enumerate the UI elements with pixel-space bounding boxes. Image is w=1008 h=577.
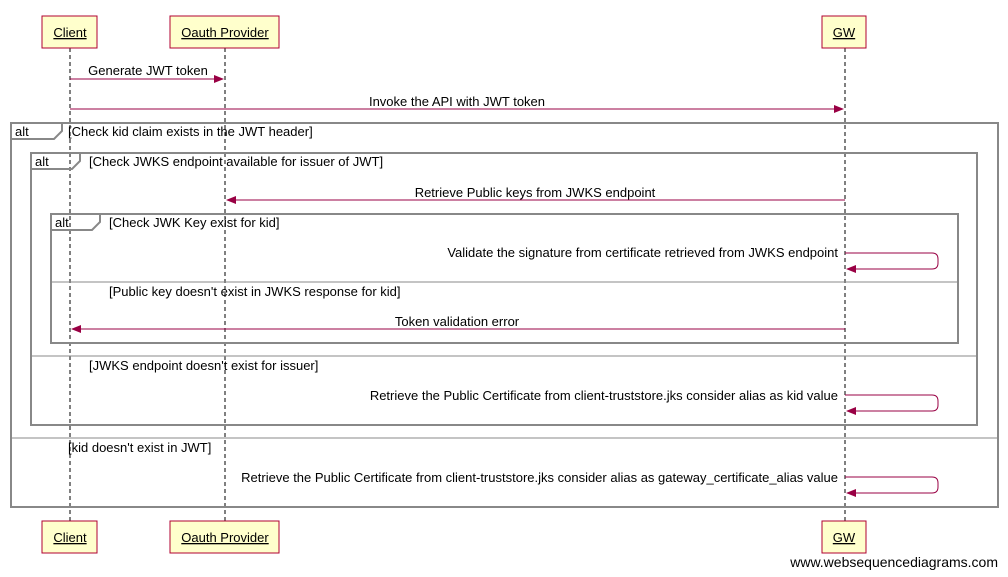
outer-alt-keyword: alt <box>15 124 29 139</box>
mid-alt-keyword: alt <box>35 154 49 169</box>
watermark: www.websequencediagrams.com <box>789 554 998 570</box>
participant-client-bottom: Client <box>41 520 98 554</box>
message-label: Invoke the API with JWT token <box>369 94 545 109</box>
message-invoke-api: Invoke the API with JWT token <box>70 94 844 113</box>
message-label: Retrieve Public keys from JWKS endpoint <box>415 185 656 200</box>
message-retrieve-public-keys: Retrieve Public keys from JWKS endpoint <box>226 185 845 204</box>
fragment-outer <box>10 122 999 508</box>
outer-else-condition: [kid doesn't exist in JWT] <box>68 440 211 455</box>
participant-label: Oauth Provider <box>181 25 269 40</box>
participant-label: Client <box>53 530 87 545</box>
outer-condition: [Check kid claim exists in the JWT heade… <box>68 124 313 139</box>
inner-alt-keyword: alt <box>55 215 69 230</box>
participant-gw-top: GW <box>821 15 867 49</box>
message-retrieve-cert-kid: Retrieve the Public Certificate from cli… <box>370 388 939 415</box>
message-token-validation-error: Token validation error <box>71 314 845 333</box>
mid-else-condition: [JWKS endpoint doesn't exist for issuer] <box>89 358 318 373</box>
participant-label: GW <box>833 530 856 545</box>
participant-oauth-top: Oauth Provider <box>169 15 280 49</box>
participant-client-top: Client <box>41 15 98 49</box>
message-validate-signature: Validate the signature from certificate … <box>447 245 939 273</box>
participant-oauth-bottom: Oauth Provider <box>169 520 280 554</box>
message-label: Token validation error <box>395 314 520 329</box>
inner-condition: [Check JWK Key exist for kid] <box>109 215 280 230</box>
message-retrieve-cert-gateway: Retrieve the Public Certificate from cli… <box>241 470 939 497</box>
participant-gw-bottom: GW <box>821 520 867 554</box>
participant-label: Client <box>53 25 87 40</box>
participant-label: GW <box>833 25 856 40</box>
inner-else-condition: [Public key doesn't exist in JWKS respon… <box>109 284 401 299</box>
message-label: Validate the signature from certificate … <box>447 245 838 260</box>
fragment-inner <box>50 213 959 344</box>
mid-condition: [Check JWKS endpoint available for issue… <box>89 154 383 169</box>
fragment-mid <box>30 152 978 426</box>
message-label: Generate JWT token <box>88 63 208 78</box>
message-label: Retrieve the Public Certificate from cli… <box>241 470 838 485</box>
message-label: Retrieve the Public Certificate from cli… <box>370 388 838 403</box>
message-generate-jwt: Generate JWT token <box>70 63 224 83</box>
lifelines <box>69 48 846 521</box>
participant-label: Oauth Provider <box>181 530 269 545</box>
